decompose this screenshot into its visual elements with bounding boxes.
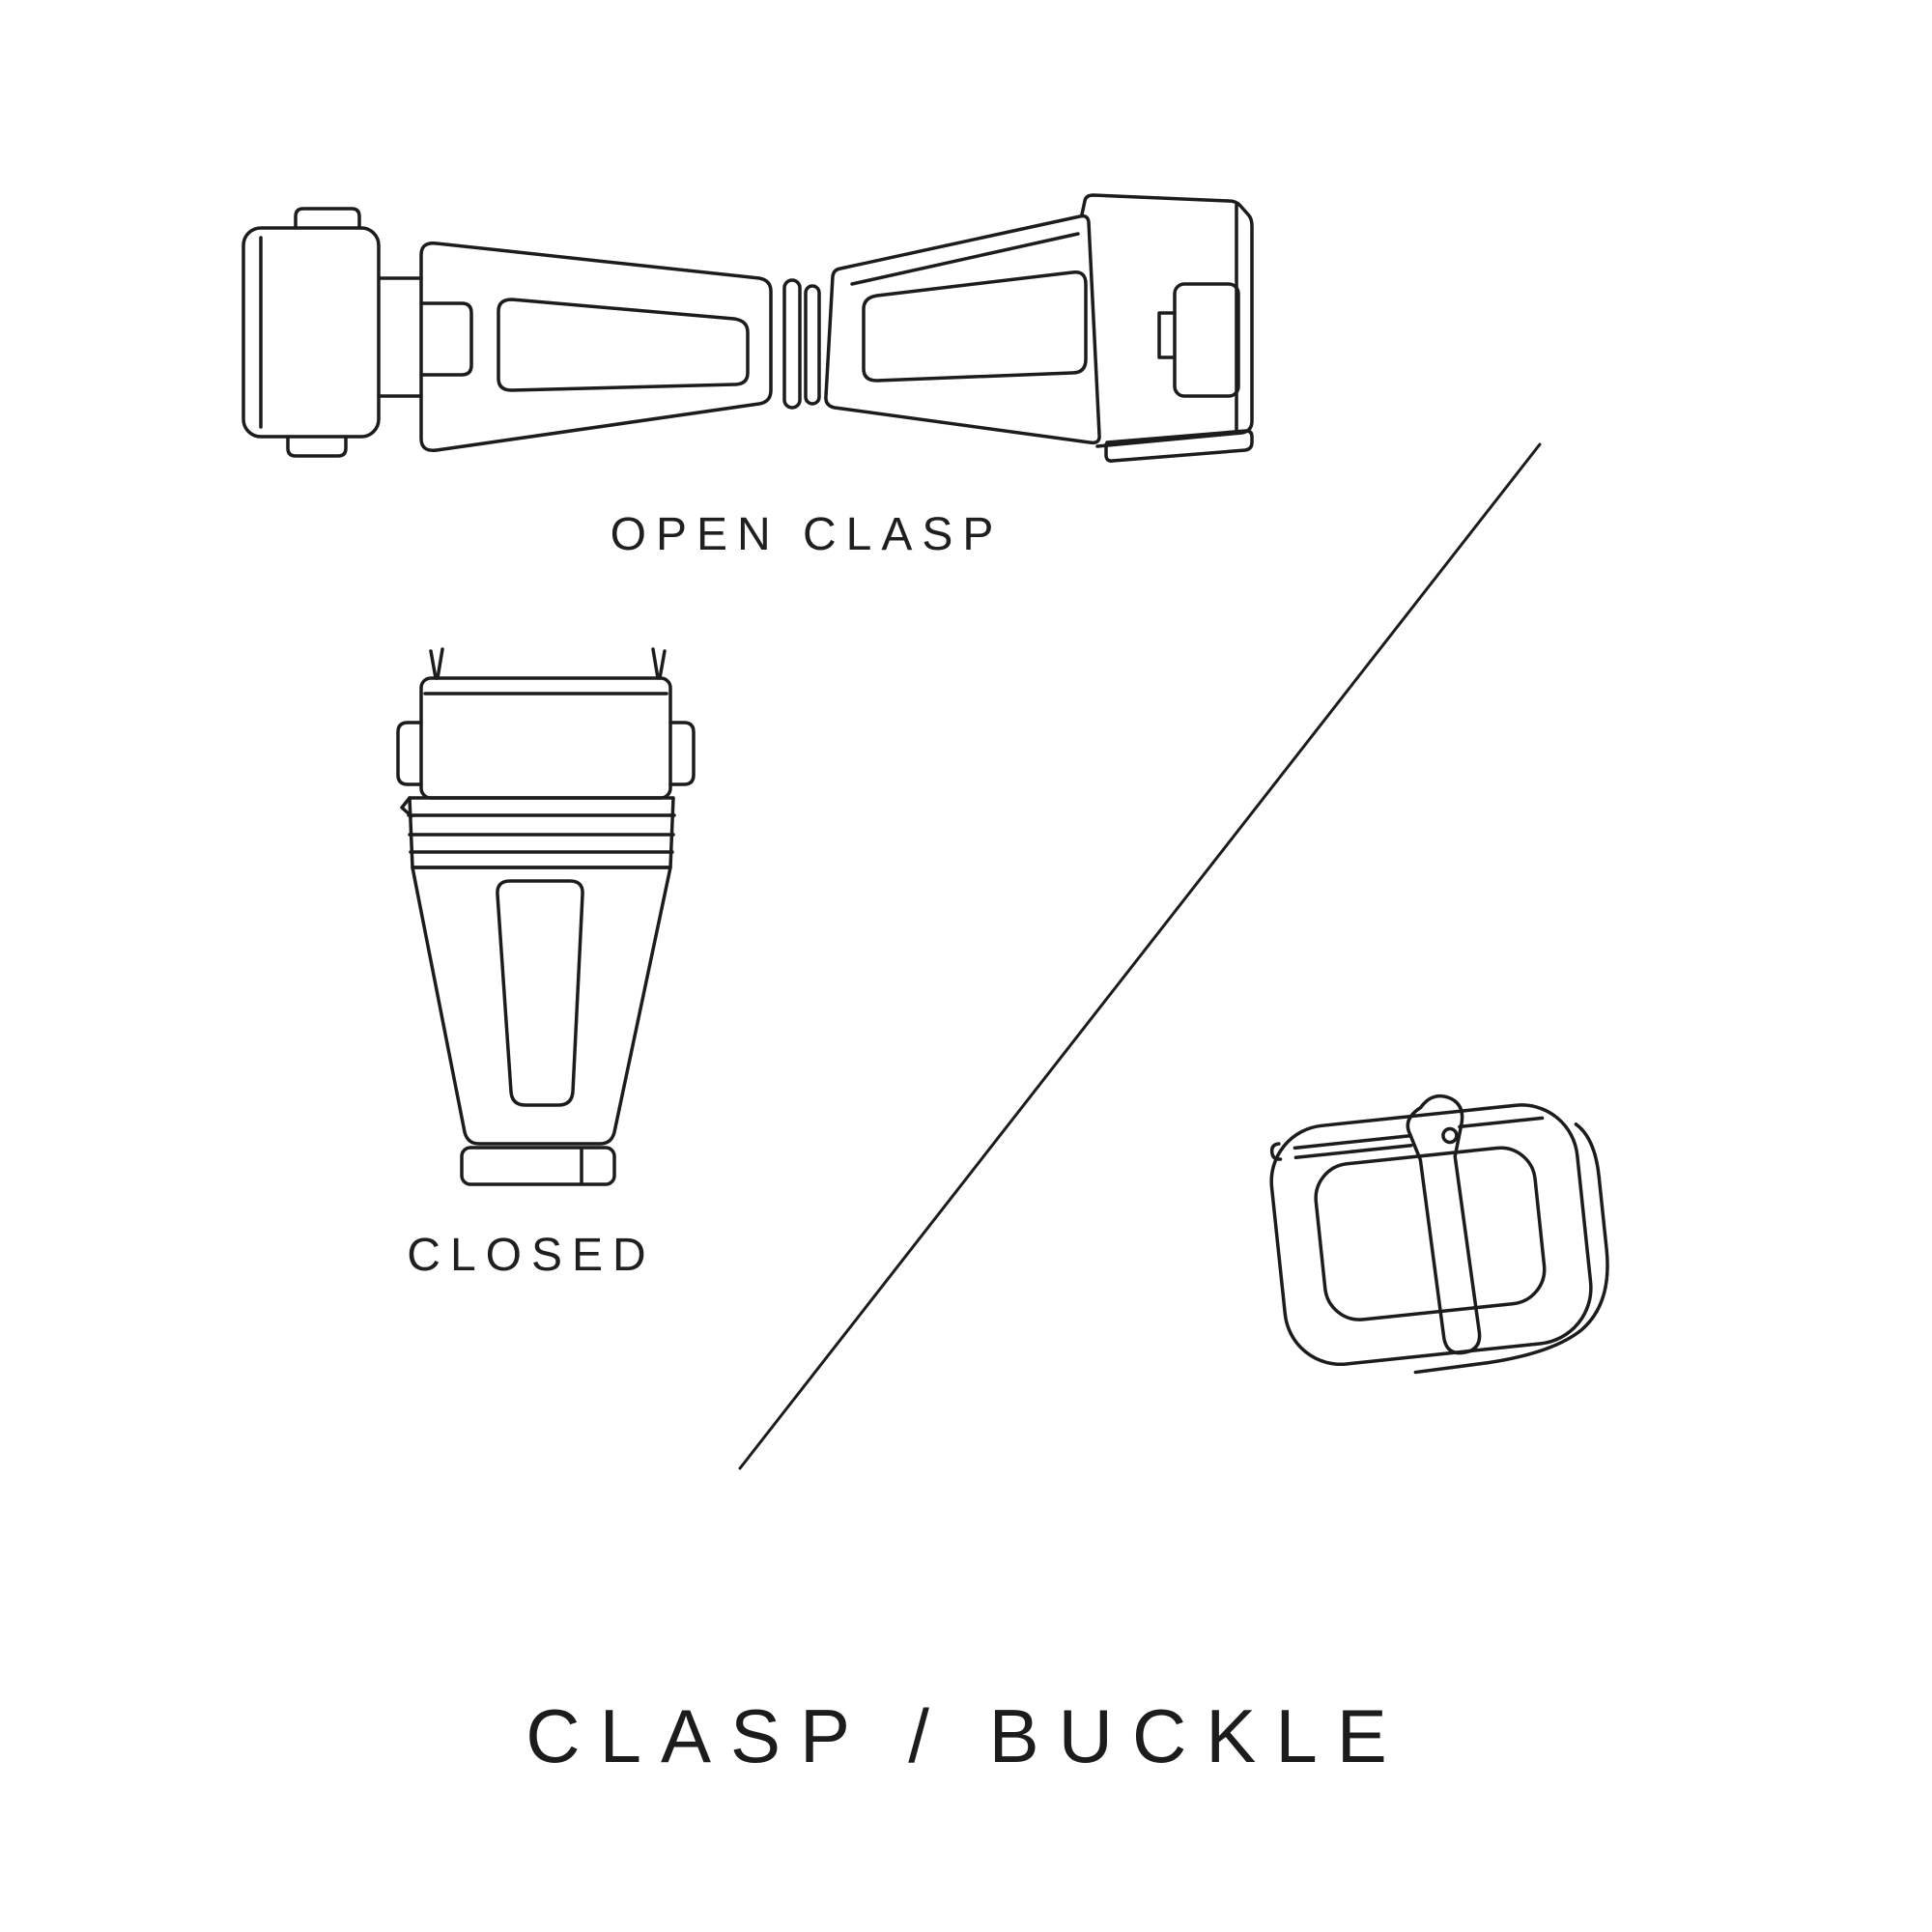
open-clasp-left-arm bbox=[419, 242, 773, 452]
open-clasp-end-link bbox=[242, 207, 423, 458]
open-clasp-label: OPEN CLASP bbox=[610, 509, 1004, 560]
open-clasp-right-arm bbox=[824, 213, 1101, 445]
closed-clasp-illustration bbox=[396, 647, 696, 1186]
buckle-frame bbox=[1269, 1103, 1609, 1375]
closed-clasp-foot bbox=[460, 1146, 616, 1186]
open-clasp-hinge bbox=[782, 278, 821, 410]
closed-clasp-body bbox=[411, 866, 672, 1146]
open-clasp-illustration bbox=[242, 193, 1254, 463]
buckle-illustration bbox=[1269, 1094, 1609, 1375]
open-clasp-end-bracket bbox=[1080, 193, 1254, 463]
buckle-pin-bar bbox=[1269, 1116, 1545, 1161]
buckle-tongue bbox=[1406, 1094, 1482, 1355]
closed-clasp-label: CLOSED bbox=[407, 1230, 656, 1281]
diagram-title: CLASP / BUCKLE bbox=[526, 1693, 1406, 1778]
closed-clasp-prongs bbox=[429, 647, 667, 680]
